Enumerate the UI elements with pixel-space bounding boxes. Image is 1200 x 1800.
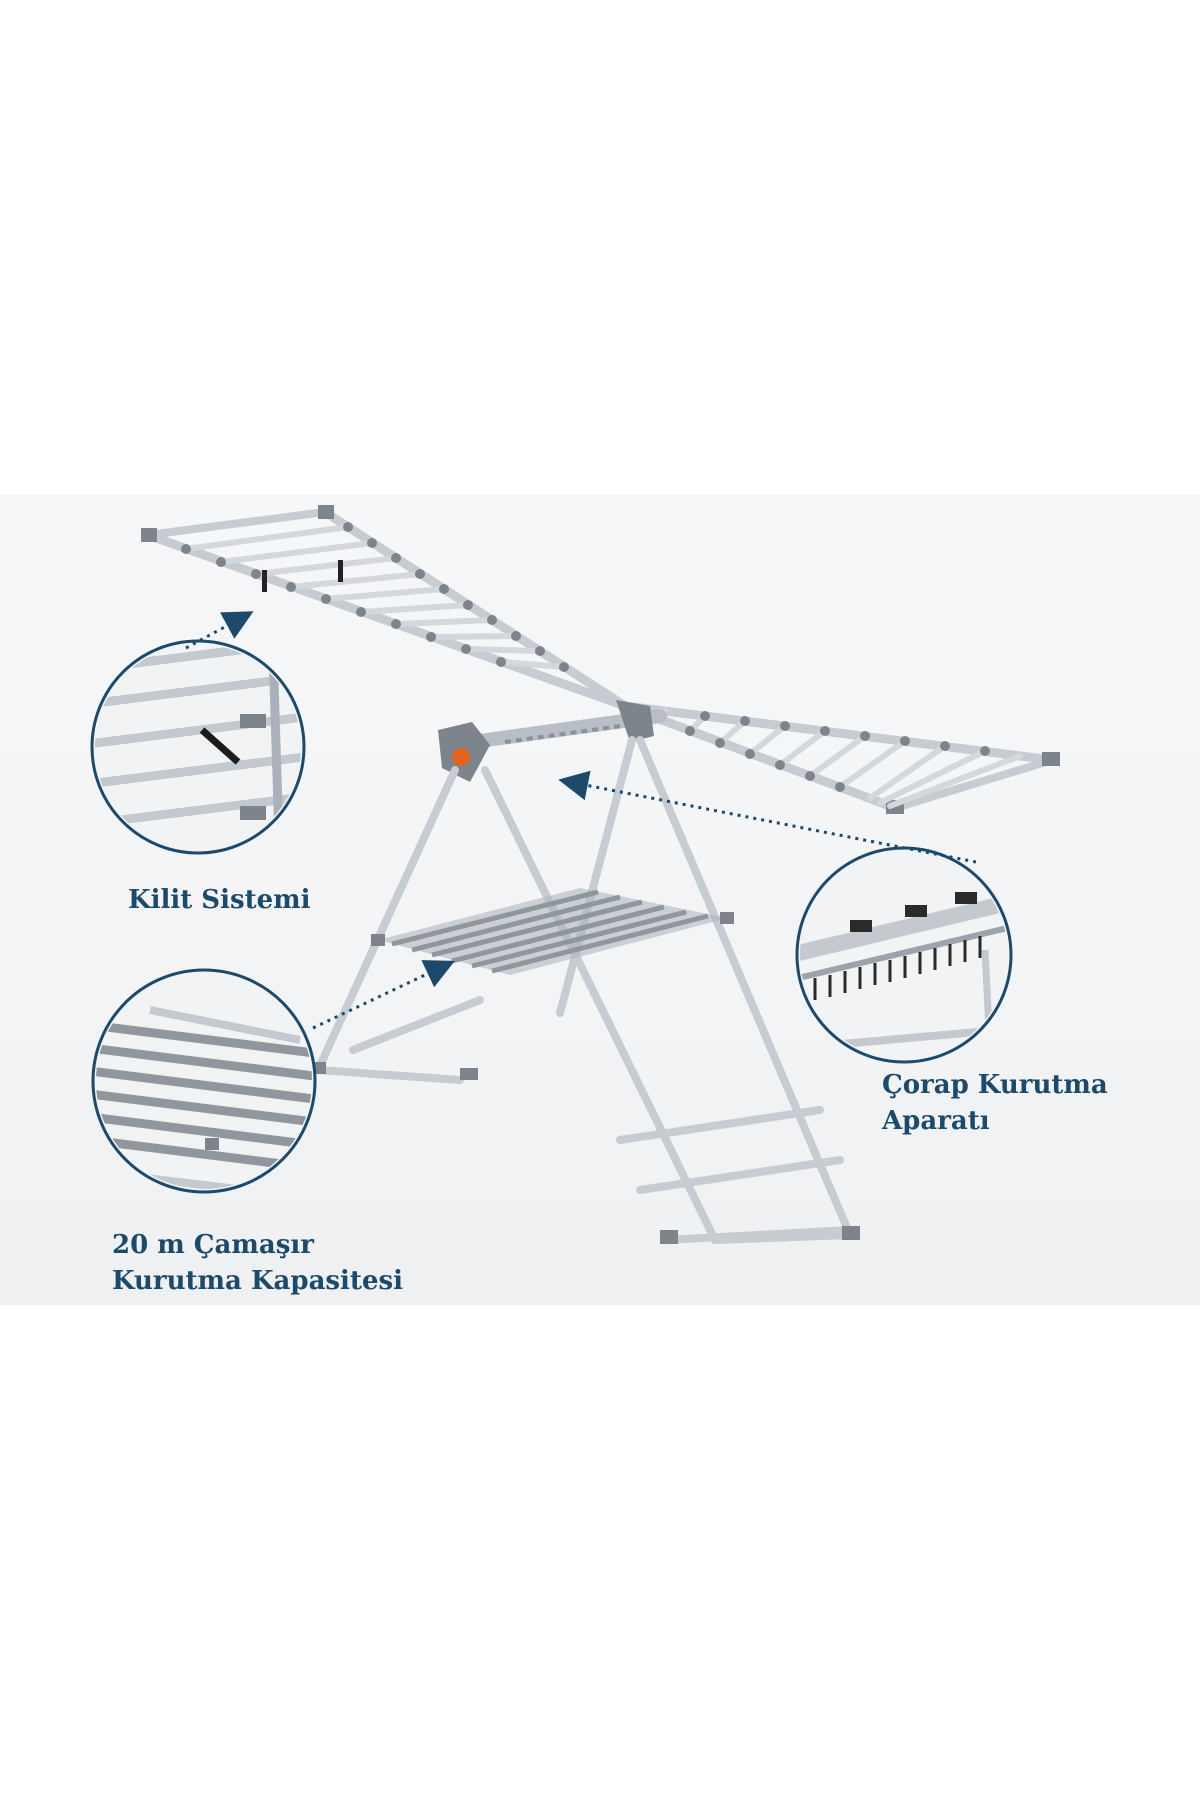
- rack-hinge: [438, 700, 654, 782]
- rack-lower-shelf: [371, 888, 734, 975]
- label-capacity: 20 m Çamaşır Kurutma Kapasitesi: [112, 1227, 403, 1299]
- label-sock-dryer-line2: Aparatı: [882, 1106, 990, 1136]
- label-capacity-line1: 20 m Çamaşır: [112, 1230, 314, 1260]
- rack-left-wing: [141, 505, 630, 711]
- label-sock-dryer: Çorap Kurutma Aparatı: [882, 1067, 1108, 1139]
- rack-right-wing: [620, 701, 1060, 814]
- arrow-sock-dryer: [558, 770, 977, 864]
- arrow-capacity: [312, 960, 455, 1030]
- label-sock-dryer-line1: Çorap Kurutma: [882, 1070, 1108, 1100]
- rack-legs: [314, 736, 854, 1244]
- callout-circle-sock-dryer: [795, 846, 1013, 1064]
- label-capacity-line2: Kurutma Kapasitesi: [112, 1266, 404, 1296]
- label-lock-system-line1: Kilit Sistemi: [128, 885, 311, 915]
- callout-circle-lock-system: [90, 639, 306, 855]
- label-lock-system: Kilit Sistemi: [128, 882, 311, 918]
- arrow-lock-system: [185, 611, 254, 650]
- dotted-arrows: [185, 611, 977, 1030]
- rack-feet: [310, 1062, 860, 1244]
- callout-circle-capacity: [91, 968, 317, 1194]
